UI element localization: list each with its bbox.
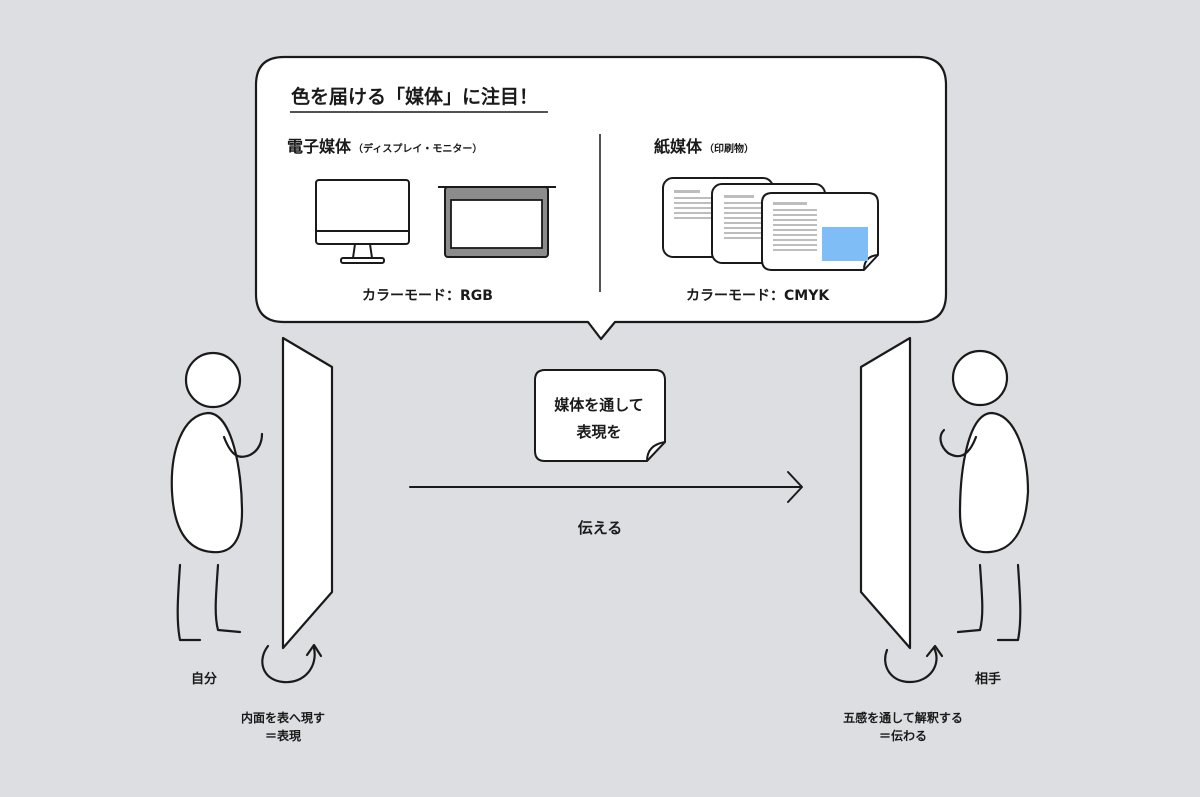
left-cycle-arrow — [261, 643, 323, 684]
right-cycle-arrow — [884, 644, 944, 684]
self-body — [170, 411, 244, 554]
transmit-arrow — [409, 471, 803, 503]
bubble-title: 色を届ける「媒体」に注目！ — [291, 85, 538, 108]
note-line-1: 媒体を通して — [554, 396, 644, 414]
electronic-heading: 電子媒体（ディスプレイ・モニター） — [287, 137, 482, 156]
desktop-monitor-icon — [315, 179, 410, 264]
page-front — [761, 192, 879, 271]
partner-body — [958, 411, 1030, 554]
partner-leg-right — [996, 563, 1022, 642]
arrow-label: 伝える — [578, 519, 623, 537]
self-leg-left — [176, 563, 202, 642]
self-leg-right — [214, 563, 242, 634]
note-line-2: 表現を — [576, 423, 621, 441]
partner-figure — [939, 349, 1030, 642]
partner-leg-left — [956, 563, 984, 634]
paper-color-mode: カラーモード：CMYK — [686, 288, 830, 304]
sticky-note — [534, 369, 666, 462]
self-arm — [222, 432, 264, 458]
partner-caption-line-2: ＝伝わる — [879, 728, 927, 743]
display-screen-icon — [438, 186, 556, 258]
partner-head — [951, 349, 1009, 407]
right-panel — [859, 336, 912, 650]
partner-caption-line-1: 五感を通して解釈する — [843, 710, 963, 725]
self-head — [184, 351, 242, 409]
partner-arm — [939, 428, 978, 458]
photo-block — [822, 227, 868, 261]
self-caption-line-2: ＝表現 — [265, 728, 301, 743]
self-caption-line-1: 内面を表へ現す — [241, 710, 325, 725]
partner-label: 相手 — [975, 671, 1001, 687]
self-figure — [170, 351, 264, 642]
left-panel — [281, 336, 334, 650]
self-label: 自分 — [191, 671, 217, 687]
electronic-color-mode: カラーモード：RGB — [362, 288, 493, 304]
paper-heading: 紙媒体（印刷物） — [654, 137, 754, 156]
printed-pages-icon — [662, 177, 879, 271]
